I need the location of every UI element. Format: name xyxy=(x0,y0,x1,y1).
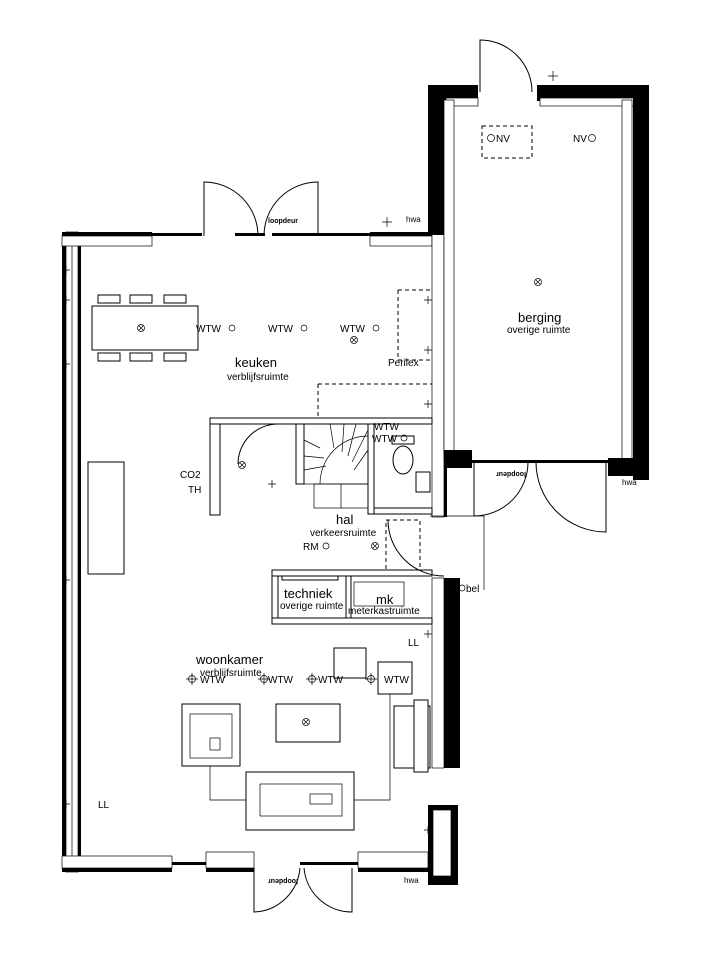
wtw-label: WTW xyxy=(384,675,410,686)
hwa-label: hwa xyxy=(404,876,419,885)
room-name-hal: hal xyxy=(336,512,353,527)
ll-label: LL xyxy=(98,800,110,811)
room-name-keuken: keuken xyxy=(235,355,277,370)
room-name-techniek: techniek xyxy=(284,586,333,601)
room-sub-mk: meterkastruimte xyxy=(348,606,420,617)
dashed-outlines xyxy=(317,125,533,571)
staircase xyxy=(303,423,369,509)
room-sub-woonkamer: verblijfsruimte xyxy=(200,668,262,679)
furniture xyxy=(87,294,431,831)
wtw-label: WTW xyxy=(268,324,294,335)
bel-label: bel xyxy=(466,584,479,595)
doors xyxy=(203,39,607,913)
interior-walls xyxy=(209,417,433,625)
wtw-label: WTW xyxy=(374,422,400,433)
wtw-label: WTW xyxy=(200,675,226,686)
room-name-berging: berging xyxy=(518,310,561,325)
loopdeur-label: loopdeur xyxy=(268,218,298,225)
nv-label: NV xyxy=(496,134,510,145)
perilex-label: Perilex xyxy=(388,358,419,369)
wtw-label: WTW xyxy=(372,434,398,445)
hwa-label: hwa xyxy=(406,215,421,224)
th-label: TH xyxy=(188,485,201,496)
room-name-woonkamer: woonkamer xyxy=(195,652,264,667)
room-labels: keuken verblijfsruimte berging overige r… xyxy=(195,310,571,679)
co2-label: CO2 xyxy=(180,470,201,481)
light-points xyxy=(137,278,542,726)
ll-label: LL xyxy=(408,638,420,649)
ventilation-symbols xyxy=(186,134,596,685)
room-name-mk: mk xyxy=(376,592,394,607)
walls xyxy=(61,85,649,885)
wtw-label: WTW xyxy=(268,675,294,686)
wtw-label: WTW xyxy=(318,675,344,686)
room-sub-berging: overige ruimte xyxy=(507,325,571,336)
hwa-label: hwa xyxy=(622,478,637,487)
room-sub-hal: verkeersruimte xyxy=(310,528,377,539)
wtw-label: WTW xyxy=(196,324,222,335)
loopdeur-label: loopdeur xyxy=(496,470,526,477)
rm-label: RM xyxy=(303,542,319,553)
room-sub-keuken: verblijfsruimte xyxy=(227,372,289,383)
nv-label: NV xyxy=(573,134,587,145)
wall-outlets xyxy=(62,71,558,834)
symbol-labels: WTW WTW WTW WTW WTW WTW WTW WTW WTW NV N… xyxy=(98,134,637,885)
room-sub-techniek: overige ruimte xyxy=(280,601,344,612)
loopdeur-label: loopdeur xyxy=(268,877,298,884)
wtw-label: WTW xyxy=(340,324,366,335)
